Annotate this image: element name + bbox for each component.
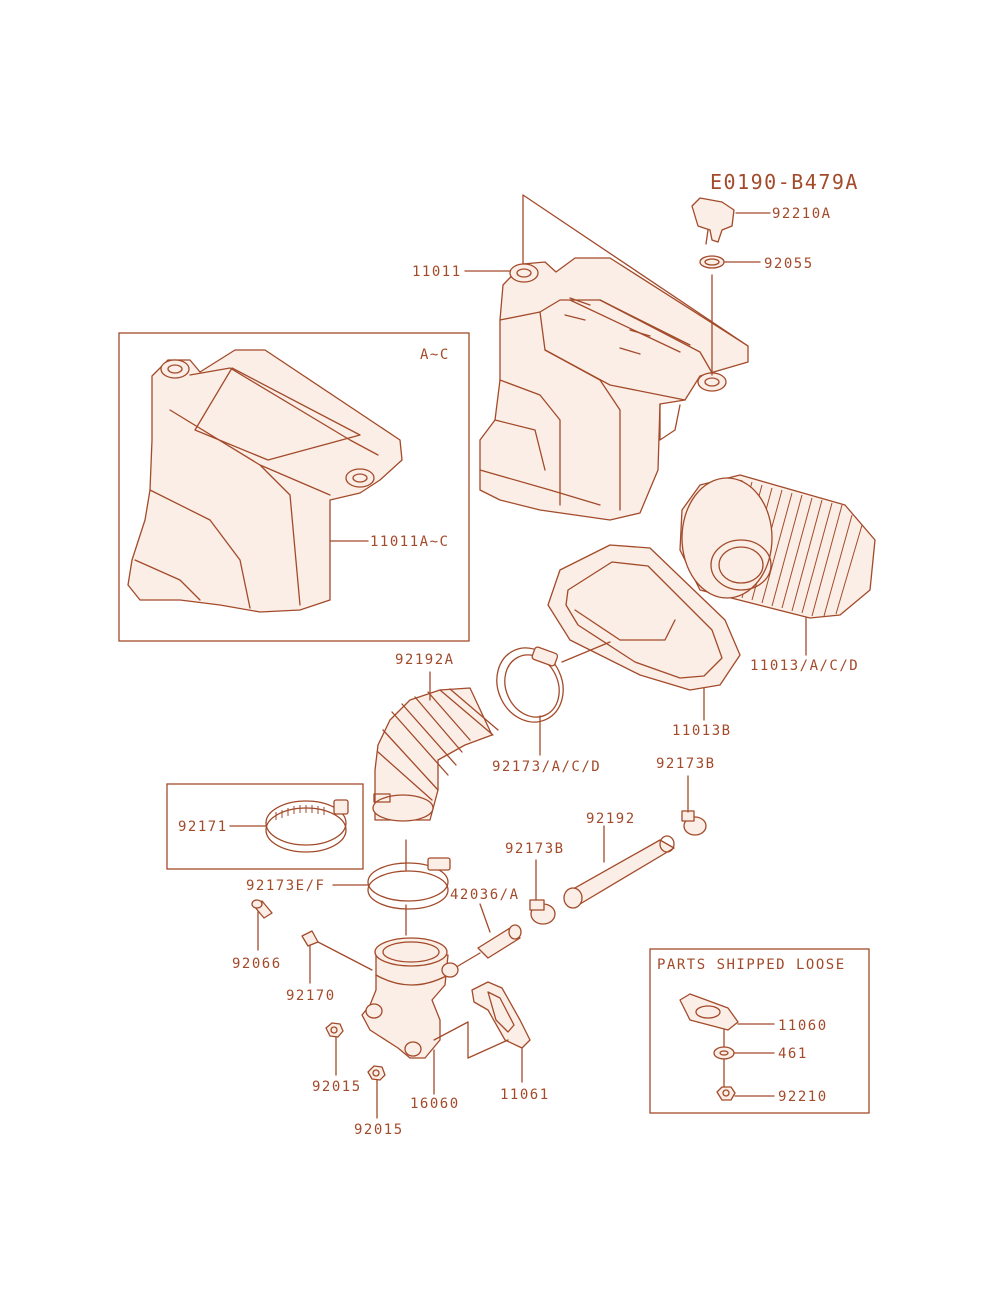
label-92173ef: 92173E/F: [246, 878, 326, 894]
label-16060: 16060: [410, 1096, 460, 1112]
clamp-92173acd: [496, 646, 564, 723]
label-11013acd: 11013/A/C/D: [750, 658, 860, 674]
parts-shipped-loose-title: PARTS SHIPPED LOOSE: [657, 957, 846, 973]
gasket-11061: [471, 981, 531, 1049]
label-92066: 92066: [232, 956, 282, 972]
screw-92066: [251, 899, 273, 919]
label-92055: 92055: [764, 256, 814, 272]
gasket-11060: [679, 993, 739, 1031]
label-11011a-c: 11011A~C: [370, 534, 450, 550]
label-11013b: 11013B: [672, 723, 732, 739]
label-42036a: 42036/A: [450, 887, 520, 903]
label-92173acd: 92173/A/C/D: [492, 759, 602, 775]
air-cleaner-case-11011: [479, 194, 749, 521]
label-11060: 11060: [778, 1018, 828, 1034]
parts-shipped-loose-box: [649, 948, 870, 1114]
clamp-92171-box: [166, 783, 364, 870]
leader-lines: [229, 212, 807, 1119]
label-92171: 92171: [178, 819, 228, 835]
intake-hose-92192a: [372, 687, 499, 822]
label-92170: 92170: [286, 988, 336, 1004]
clamp-92171: [265, 799, 349, 853]
cap-92210a: [691, 197, 735, 245]
foam-filter-11013b: [547, 544, 741, 691]
label-11011: 11011: [412, 264, 462, 280]
fitting-42036a: [457, 924, 522, 967]
clip-92170: [301, 930, 373, 971]
inset-box-a-c: [118, 332, 470, 642]
label-92192a: 92192A: [395, 652, 455, 668]
label-92173b-mid: 92173B: [505, 841, 565, 857]
label-461: 461: [778, 1046, 808, 1062]
clamp-92173b-mid: [529, 899, 556, 925]
clamp-92173b-top: [681, 810, 707, 836]
o-ring-92055: [699, 255, 725, 376]
label-11061: 11061: [500, 1087, 550, 1103]
nut-92015-a: [325, 1022, 344, 1038]
nut-92210: [716, 1086, 736, 1101]
label-92015-b: 92015: [354, 1122, 404, 1138]
air-cleaner-case-11011a-c: [127, 349, 403, 613]
diagram-code: E0190-B479A: [710, 170, 859, 194]
nut-92015-b: [367, 1065, 386, 1081]
clamp-92173ef: [367, 857, 451, 910]
label-92173b-top: 92173B: [656, 756, 716, 772]
air-filter-element-11013: [679, 474, 876, 619]
hose-92192: [563, 835, 675, 909]
inset-variant-label: A~C: [420, 347, 450, 363]
label-92210: 92210: [778, 1089, 828, 1105]
label-92210a: 92210A: [772, 206, 832, 222]
label-92015-a: 92015: [312, 1079, 362, 1095]
label-92192: 92192: [586, 811, 636, 827]
intake-manifold-16060: [361, 937, 459, 1059]
washer-461: [713, 1046, 735, 1060]
